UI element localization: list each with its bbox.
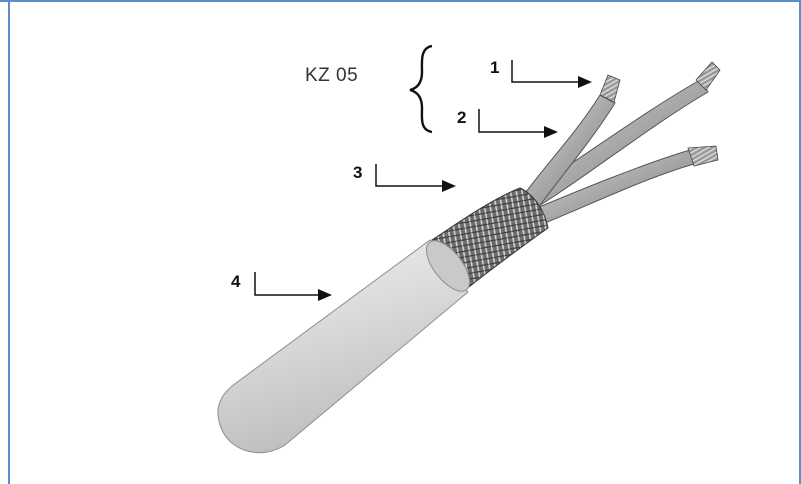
callout-1-arrowhead — [578, 76, 592, 88]
callout-4-arrow — [255, 272, 318, 295]
callout-2-number: 2 — [457, 108, 466, 127]
callout-1-number: 1 — [490, 58, 499, 77]
callout-3-arrowhead — [442, 180, 456, 192]
callout-2: 2 — [457, 108, 558, 138]
core-group-bracket — [410, 46, 432, 132]
callout-2-arrow — [479, 109, 544, 132]
callout-4: 4 — [231, 272, 332, 301]
callout-1-arrow — [512, 60, 578, 82]
callout-4-arrowhead — [318, 289, 332, 301]
callout-4-number: 4 — [231, 272, 241, 291]
outer-jacket — [218, 240, 468, 453]
callout-3: 3 — [353, 163, 456, 192]
callout-1: 1 — [490, 58, 592, 88]
core-group-label: KZ 05 — [305, 65, 358, 86]
callout-3-number: 3 — [353, 163, 362, 182]
callout-3-arrow — [376, 164, 442, 186]
callout-2-arrowhead — [544, 126, 558, 138]
